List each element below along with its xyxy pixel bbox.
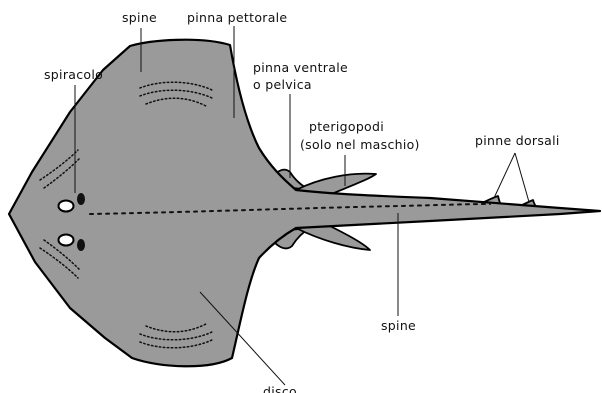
label-pterigopodi-2: (solo nel maschio) [300,137,420,152]
label-pterigopodi: pterigopodi [309,119,384,134]
label-pinna-ventrale-2: o pelvica [253,77,312,92]
label-disco: disco [263,384,297,393]
leader-pinne-dorsali-2 [515,153,529,202]
leader-pinne-dorsali-1 [494,153,515,198]
label-pinna-ventrale: pinna ventrale [253,60,348,75]
eye-upper [59,201,74,212]
label-pinne-dorsali: pinne dorsali [475,133,560,148]
label-spine-top: spine [122,10,157,25]
label-spiracolo: spiracolo [44,67,103,82]
spiracle-upper [77,193,85,205]
eye-lower [59,235,74,246]
label-pinna-pettorale: pinna pettorale [187,10,287,25]
spiracle-lower [77,239,85,251]
label-spine-bottom: spine [381,318,416,333]
